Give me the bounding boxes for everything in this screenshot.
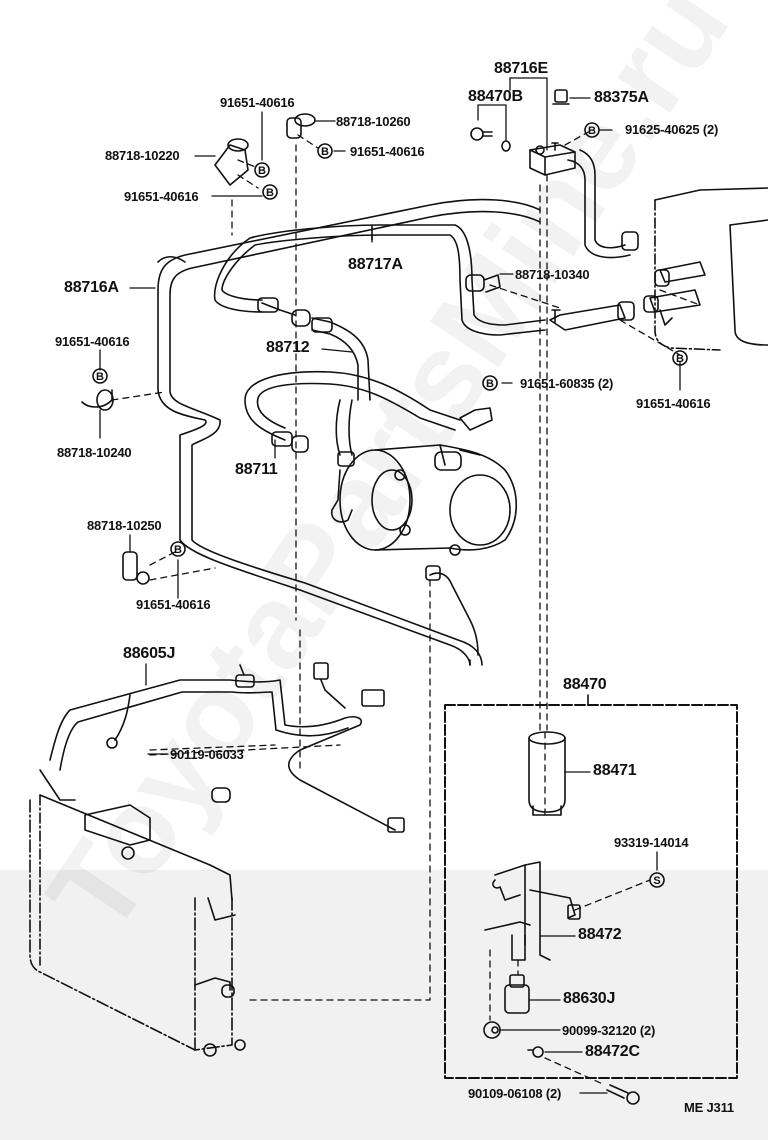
- label-88711[interactable]: 88711: [235, 461, 278, 478]
- pipe-88711[interactable]: [244, 370, 493, 523]
- compressor: [339, 444, 517, 556]
- bolt-marker-letters: B B B B B B B B S: [96, 125, 684, 887]
- pipe-evaporator-outlet[interactable]: [567, 149, 639, 259]
- bolt-marker-icon: [262, 184, 278, 200]
- label-88717A[interactable]: 88717A: [348, 256, 403, 273]
- label-91651-40616-top[interactable]: 91651-40616: [220, 95, 295, 110]
- bolt-markers: [92, 122, 688, 888]
- receiver-dryer[interactable]: [528, 731, 566, 816]
- diagram-code: ME J311: [684, 1100, 734, 1115]
- wire-harness-88605J[interactable]: [39, 662, 405, 833]
- label-91625-40625[interactable]: 91625-40625 (2): [625, 122, 719, 137]
- pipe-88712[interactable]: [257, 297, 371, 401]
- condenser-unit: [29, 787, 246, 1057]
- leader-lines: [99, 77, 681, 1094]
- clamp-88718-10220[interactable]: [214, 138, 249, 186]
- label-90119-06033[interactable]: 90119-06033: [170, 747, 244, 762]
- grommet[interactable]: [483, 1021, 501, 1039]
- label-88605J[interactable]: 88605J: [123, 645, 176, 662]
- svg-text:B: B: [96, 371, 104, 383]
- label-90109-06108[interactable]: 90109-06108 (2): [468, 1086, 562, 1101]
- clamp-88718-10260[interactable]: [286, 113, 316, 139]
- dashed-alignment-lines: [111, 129, 701, 1086]
- svg-text:S: S: [653, 875, 660, 887]
- svg-text:B: B: [486, 378, 494, 390]
- label-88716E[interactable]: 88716E: [494, 60, 548, 77]
- label-91651-40616-low[interactable]: 91651-40616: [136, 597, 211, 612]
- label-88718-10260[interactable]: 88718-10260: [336, 114, 411, 129]
- pressure-switch[interactable]: [504, 974, 530, 1014]
- clamp-88718-10340[interactable]: [465, 274, 501, 293]
- bolt-marker-icon: [672, 350, 688, 366]
- assembly-box-88470: [444, 694, 738, 1079]
- screw-marker-icon: [649, 872, 665, 888]
- label-88470[interactable]: 88470: [563, 676, 607, 693]
- svg-text:B: B: [174, 544, 182, 556]
- label-91651-40616-topright[interactable]: 91651-40616: [350, 144, 425, 159]
- label-88472[interactable]: 88472: [578, 926, 622, 943]
- screw-88472C[interactable]: [527, 1046, 544, 1058]
- label-88472C[interactable]: 88472C: [585, 1043, 640, 1060]
- label-91651-60835[interactable]: 91651-60835 (2): [520, 376, 614, 391]
- label-88712[interactable]: 88712: [266, 339, 310, 356]
- pipe-88716A[interactable]: [157, 198, 541, 666]
- label-88375A[interactable]: 88375A: [594, 89, 649, 106]
- label-91651-40616-mid[interactable]: 91651-40616: [55, 334, 130, 349]
- label-93319-14014[interactable]: 93319-14014: [614, 835, 689, 850]
- pipe-liquid-line[interactable]: [425, 565, 479, 656]
- bolt-marker-icon: [584, 122, 600, 138]
- svg-text:B: B: [588, 125, 596, 137]
- evaporator-unit: [643, 187, 768, 351]
- bolt-marker-icon: [317, 143, 333, 159]
- label-88718-10220[interactable]: 88718-10220: [105, 148, 180, 163]
- label-88718-10240[interactable]: 88718-10240: [57, 445, 132, 460]
- pipe-joint-evaporator[interactable]: [549, 301, 635, 331]
- bolt-marker-icon: [482, 375, 498, 391]
- label-88470B[interactable]: 88470B: [468, 88, 523, 105]
- svg-text:B: B: [258, 165, 266, 177]
- label-88630J[interactable]: 88630J: [563, 990, 616, 1007]
- label-88718-10250[interactable]: 88718-10250: [87, 518, 162, 533]
- label-88471[interactable]: 88471: [593, 762, 637, 779]
- svg-text:B: B: [676, 353, 684, 365]
- clamp-88718-10240[interactable]: [81, 389, 114, 411]
- bolt-marker-icon: [170, 541, 186, 557]
- service-valve-88375A[interactable]: [552, 89, 570, 105]
- svg-text:B: B: [266, 187, 274, 199]
- label-88718-10340[interactable]: 88718-10340: [515, 267, 590, 282]
- valve-88470B[interactable]: [470, 127, 511, 152]
- pipe-88717A[interactable]: [213, 224, 546, 336]
- label-91651-40616-right[interactable]: 91651-40616: [636, 396, 711, 411]
- receiver-bracket[interactable]: [484, 861, 581, 961]
- clamp-88718-10250[interactable]: [122, 551, 150, 585]
- label-91651-40616-left[interactable]: 91651-40616: [124, 189, 199, 204]
- label-90099-32120[interactable]: 90099-32120 (2): [562, 1023, 656, 1038]
- svg-text:B: B: [321, 146, 329, 158]
- bolt-marker-icon: [254, 162, 270, 178]
- bolt-90109-06108[interactable]: [606, 1084, 640, 1105]
- label-88716A[interactable]: 88716A: [64, 279, 119, 296]
- expansion-valve-block[interactable]: [529, 142, 576, 176]
- bolt-marker-icon: [92, 368, 108, 384]
